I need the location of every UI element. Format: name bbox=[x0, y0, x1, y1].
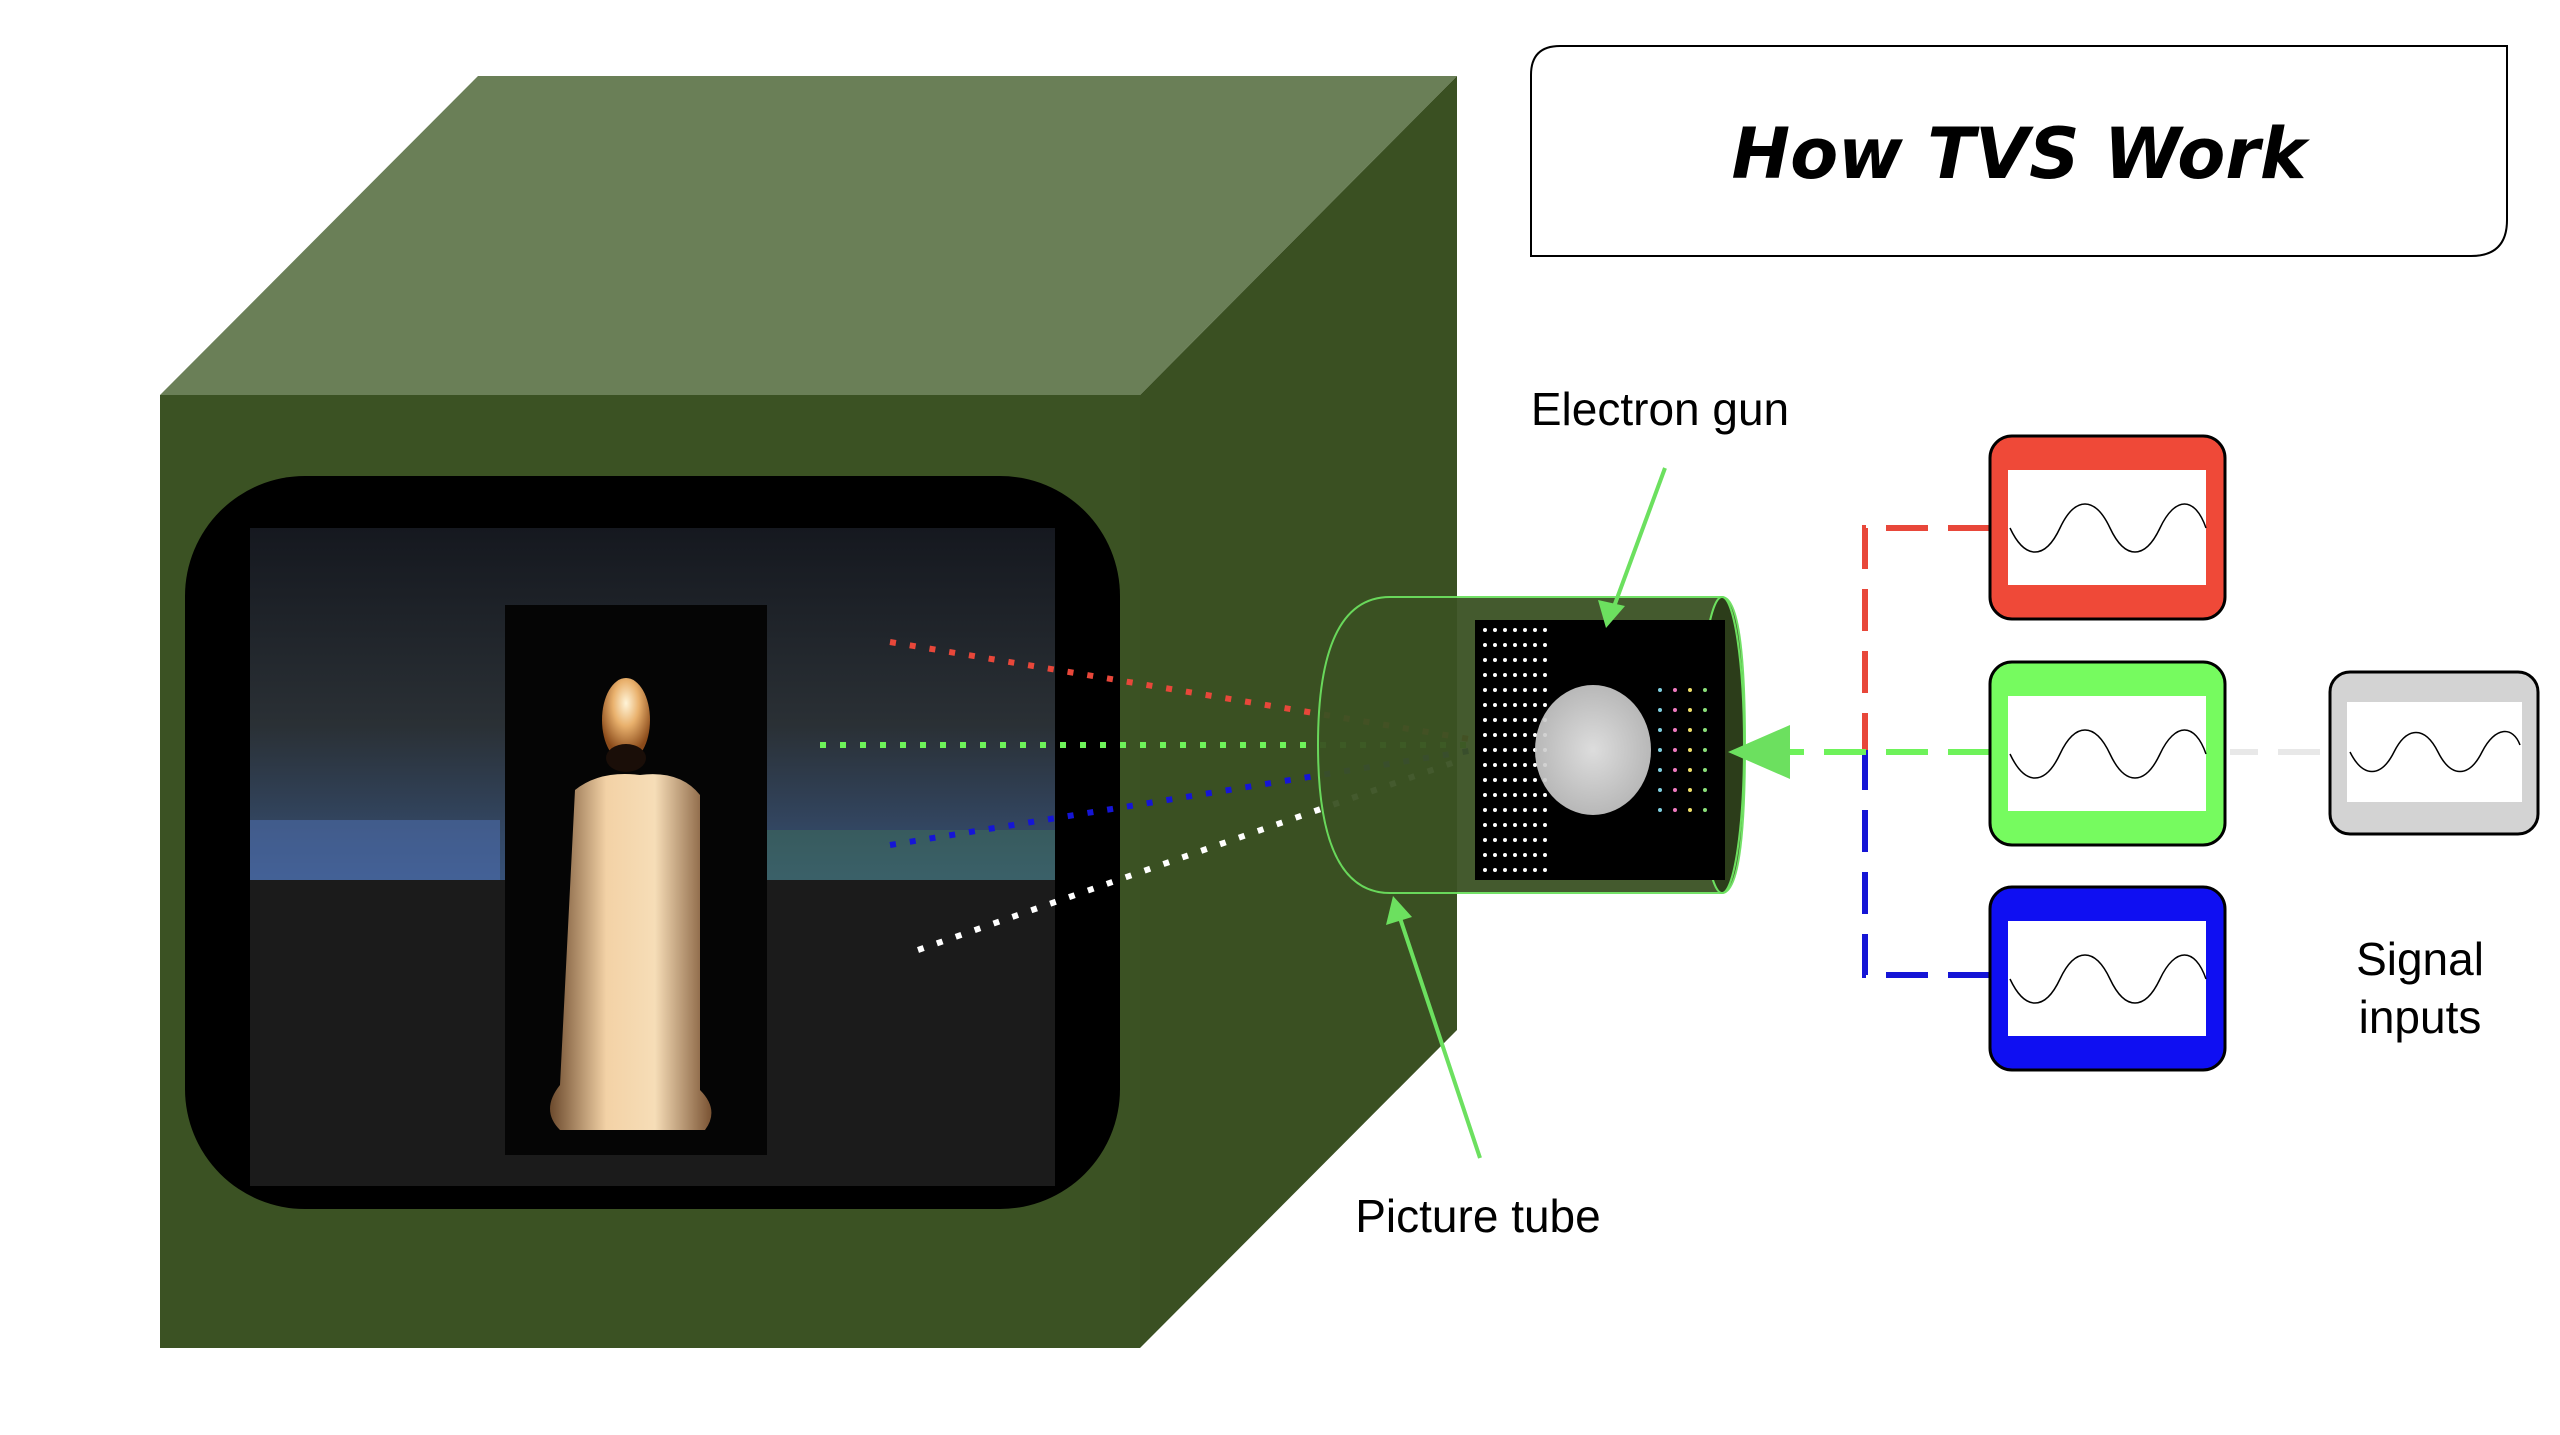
sine-wave-icon bbox=[2349, 730, 2521, 773]
signal-input-green bbox=[1988, 660, 2227, 847]
diagram-title: How TVS Work bbox=[1732, 113, 2311, 195]
signal-inputs-label-line1: Signal bbox=[2356, 933, 2484, 985]
tv-top-face bbox=[160, 76, 1457, 395]
picture-tube-label: Picture tube bbox=[1355, 1190, 1600, 1242]
electron-gun-pointer bbox=[1610, 467, 1667, 613]
tv-screen bbox=[185, 476, 1120, 1209]
signal-input-composite bbox=[2328, 670, 2540, 836]
sine-wave-icon bbox=[2009, 503, 2207, 553]
electron-gun-label: Electron gun bbox=[1531, 383, 1789, 435]
color-dots bbox=[1658, 688, 1707, 812]
candle-flame bbox=[602, 678, 650, 762]
signal-input-blue bbox=[1988, 885, 2227, 1072]
title-box-border bbox=[1530, 45, 2508, 257]
signal-input-red bbox=[1988, 434, 2227, 621]
picture-tube bbox=[1316, 0, 1747, 894]
sine-wave-icon bbox=[2009, 729, 2207, 779]
picture-tube-pointer bbox=[1396, 911, 1482, 1159]
title-box: How TVS Work bbox=[1530, 45, 2508, 257]
signal-inputs-label-line2: inputs bbox=[2359, 991, 2482, 1043]
red-wire bbox=[1862, 525, 1990, 750]
blue-wire bbox=[1862, 750, 1990, 978]
electron-gun-head bbox=[1535, 685, 1651, 815]
sine-wave-icon bbox=[2009, 954, 2207, 1004]
label-pointers bbox=[1386, 467, 1667, 1159]
candle-wax bbox=[550, 774, 712, 1130]
tv-side-face bbox=[1140, 76, 1457, 1348]
tube-input-arrowhead bbox=[1728, 725, 1790, 779]
signal-wiring bbox=[1728, 525, 2320, 978]
phosphor-dots bbox=[1483, 0, 1547, 872]
